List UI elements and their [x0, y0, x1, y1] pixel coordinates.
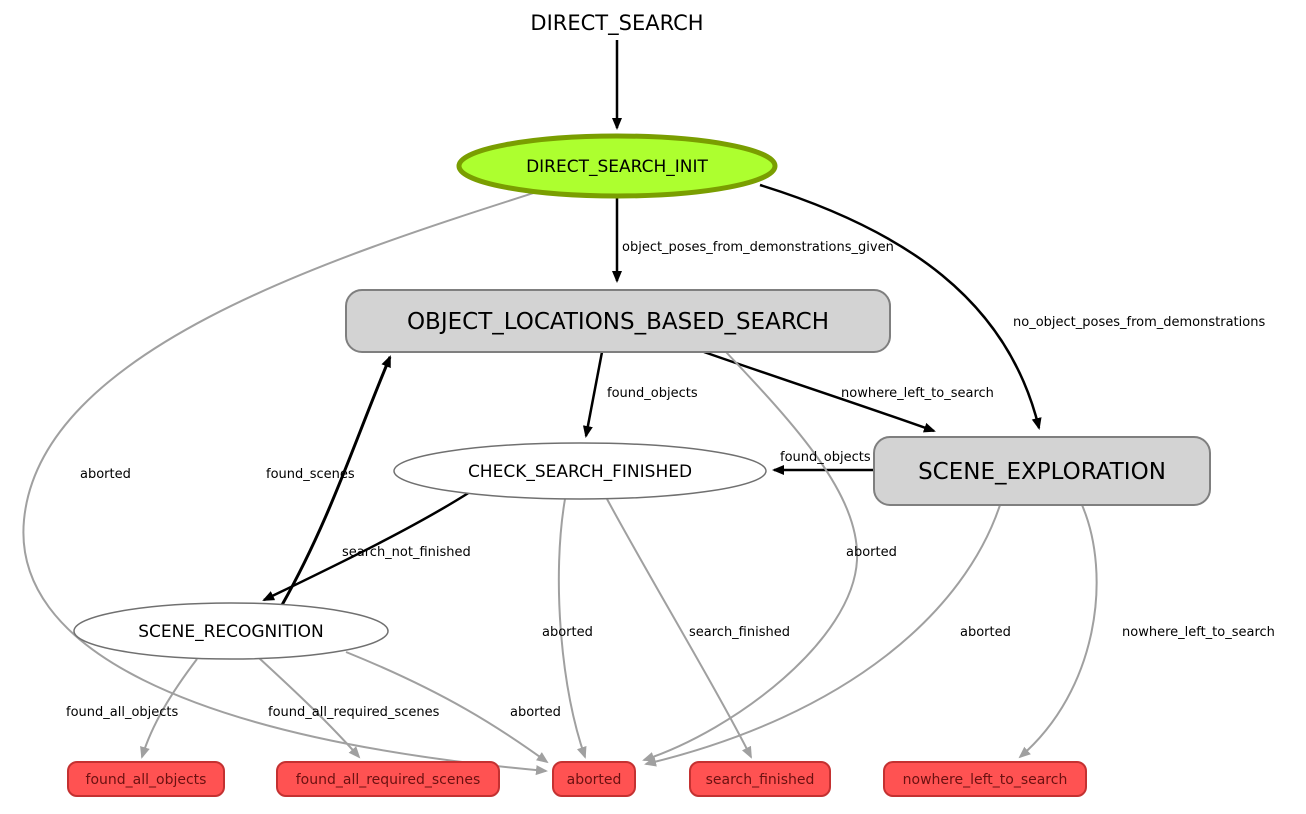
edge-init-to-aborted	[22, 189, 548, 776]
edge-object-locations-to-check	[582, 351, 604, 438]
node-scene-recognition-label: SCENE_RECOGNITION	[138, 622, 324, 642]
edge-scene-recognition-to-found-all-required-scenes	[258, 657, 361, 759]
edge-label-found-scenes: found_scenes	[266, 467, 355, 482]
terminal-found-all-required-scenes-label: found_all_required_scenes	[296, 772, 481, 788]
edge-scene-recognition-to-found-all-objects	[140, 658, 198, 759]
terminal-nowhere-left-to-search-label: nowhere_left_to_search	[903, 772, 1068, 788]
terminal-search-finished[interactable]: search_finished	[689, 761, 831, 797]
edge-scene-exploration-to-nowhere	[1018, 504, 1098, 759]
edge-check-to-aborted	[557, 498, 587, 759]
edge-label-no-object-poses: no_object_poses_from_demonstrations	[1013, 315, 1265, 330]
edge-label-found-objects-olbs: found_objects	[607, 386, 698, 401]
node-check-search-finished[interactable]: CHECK_SEARCH_FINISHED	[393, 442, 767, 500]
node-scene-exploration[interactable]: SCENE_EXPLORATION	[873, 436, 1211, 506]
node-check-search-finished-shape[interactable]	[393, 442, 767, 500]
edge-label-nowhere-left-olbs: nowhere_left_to_search	[841, 386, 994, 401]
terminal-found-all-objects-label: found_all_objects	[86, 772, 207, 788]
terminal-found-all-objects-shape[interactable]	[67, 761, 225, 797]
node-direct-search-init-label: DIRECT_SEARCH_INIT	[526, 157, 708, 177]
node-direct-search-init-shape[interactable]	[456, 133, 778, 199]
edge-label-found-all-required-scenes: found_all_required_scenes	[268, 705, 440, 720]
node-scene-recognition[interactable]: SCENE_RECOGNITION	[73, 602, 389, 660]
terminal-found-all-required-scenes-shape[interactable]	[276, 761, 500, 797]
node-scene-exploration-label: SCENE_EXPLORATION	[918, 459, 1166, 485]
edge-scene-recognition-to-object-locations	[280, 355, 392, 606]
edge-label-aborted-from-exploration: aborted	[960, 625, 1011, 640]
terminal-found-all-objects[interactable]: found_all_objects	[67, 761, 225, 797]
edge-label-aborted-from-init: aborted	[80, 467, 131, 482]
edge-label-aborted-from-check: aborted	[542, 625, 593, 640]
terminal-search-finished-label: search_finished	[706, 772, 815, 788]
terminal-aborted[interactable]: aborted	[552, 761, 636, 797]
node-direct-search-init[interactable]: DIRECT_SEARCH_INIT	[456, 133, 778, 199]
terminal-aborted-shape[interactable]	[552, 761, 636, 797]
edge-object-locations-to-aborted	[642, 351, 859, 762]
edge-label-aborted-from-recognition: aborted	[510, 705, 561, 720]
node-check-search-finished-label: CHECK_SEARCH_FINISHED	[468, 462, 692, 482]
edge-init-to-scene-exploration	[759, 183, 1042, 430]
terminal-search-finished-shape[interactable]	[689, 761, 831, 797]
edge-label-object-poses-given: object_poses_from_demonstrations_given	[622, 240, 894, 255]
node-scene-exploration-shape[interactable]	[873, 436, 1211, 506]
terminal-aborted-label: aborted	[567, 772, 622, 788]
edge-scene-recognition-to-aborted	[345, 651, 549, 764]
diagram-title: DIRECT_SEARCH	[530, 11, 703, 36]
edge-label-nowhere-left-exploration: nowhere_left_to_search	[1122, 625, 1275, 640]
edge-scene-exploration-to-aborted	[644, 504, 1001, 767]
node-object-locations-based-search-shape[interactable]	[345, 289, 891, 353]
edge-label-found-all-objects: found_all_objects	[66, 705, 179, 720]
edge-label-found-objects-exploration: found_objects	[780, 450, 871, 465]
node-object-locations-based-search-label: OBJECT_LOCATIONS_BASED_SEARCH	[407, 309, 829, 335]
terminal-nowhere-left-to-search-shape[interactable]	[883, 761, 1087, 797]
edge-check-to-search-finished	[606, 498, 752, 759]
edge-label-search-finished: search_finished	[689, 625, 790, 640]
terminal-nowhere-left-to-search[interactable]: nowhere_left_to_search	[883, 761, 1087, 797]
edge-label-search-not-finished: search_not_finished	[342, 545, 471, 560]
edge-check-to-scene-recognition	[262, 490, 471, 602]
edge-label-aborted-from-olbs: aborted	[846, 545, 897, 560]
terminal-found-all-required-scenes[interactable]: found_all_required_scenes	[276, 761, 500, 797]
node-scene-recognition-shape[interactable]	[73, 602, 389, 660]
node-object-locations-based-search[interactable]: OBJECT_LOCATIONS_BASED_SEARCH	[345, 289, 891, 353]
